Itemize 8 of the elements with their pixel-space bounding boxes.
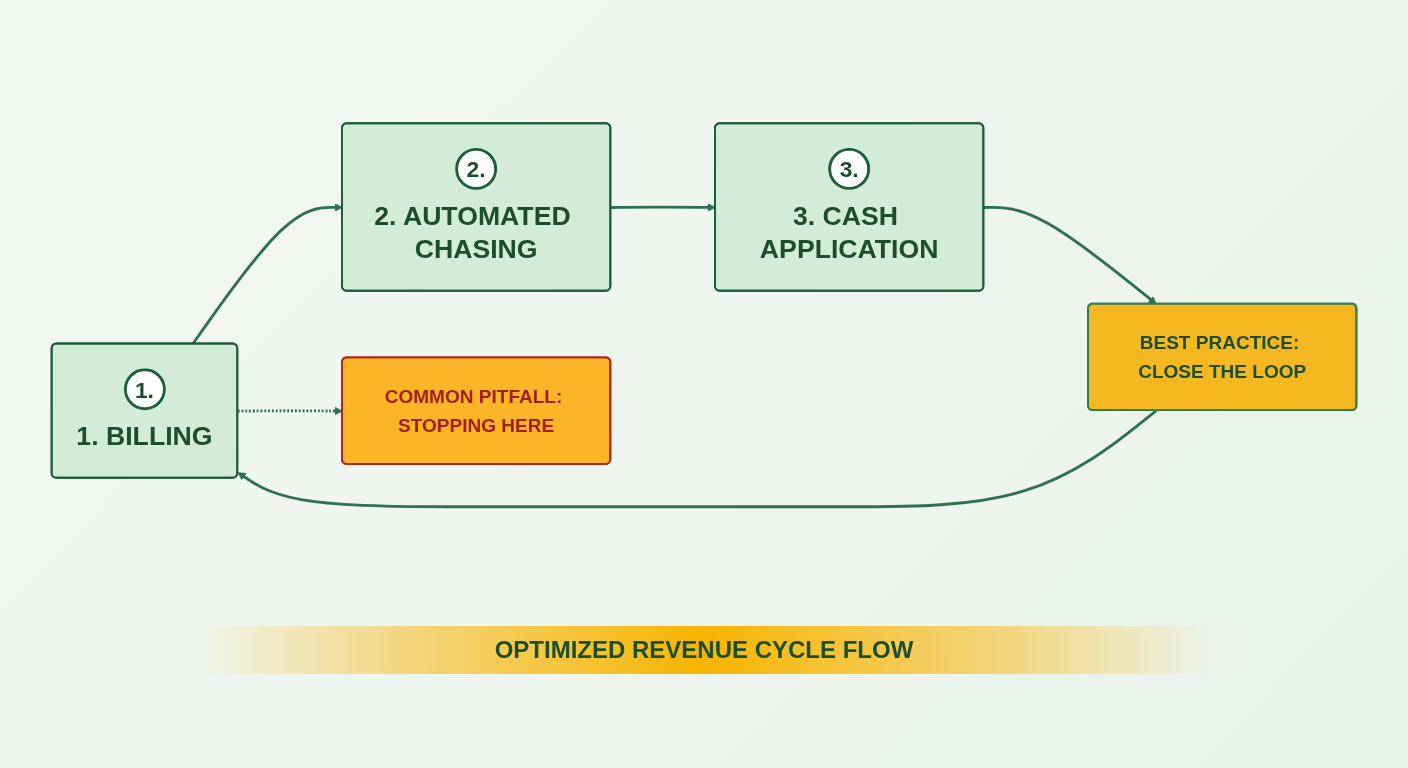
arrow <box>983 205 1157 305</box>
process-box: 1. 1. BILLING <box>50 342 239 479</box>
process-box: 2. 2. AUTOMATED CHASING <box>341 122 612 292</box>
callout-box: COMMON PITFALL: STOPPING HERE <box>341 356 612 465</box>
callout-box: BEST PRACTICE: CLOSE THE LOOP <box>1087 302 1358 412</box>
arrow <box>237 409 1158 509</box>
arrow <box>610 203 716 212</box>
process-box: 3. 3. CASH APPLICATION <box>714 122 985 292</box>
